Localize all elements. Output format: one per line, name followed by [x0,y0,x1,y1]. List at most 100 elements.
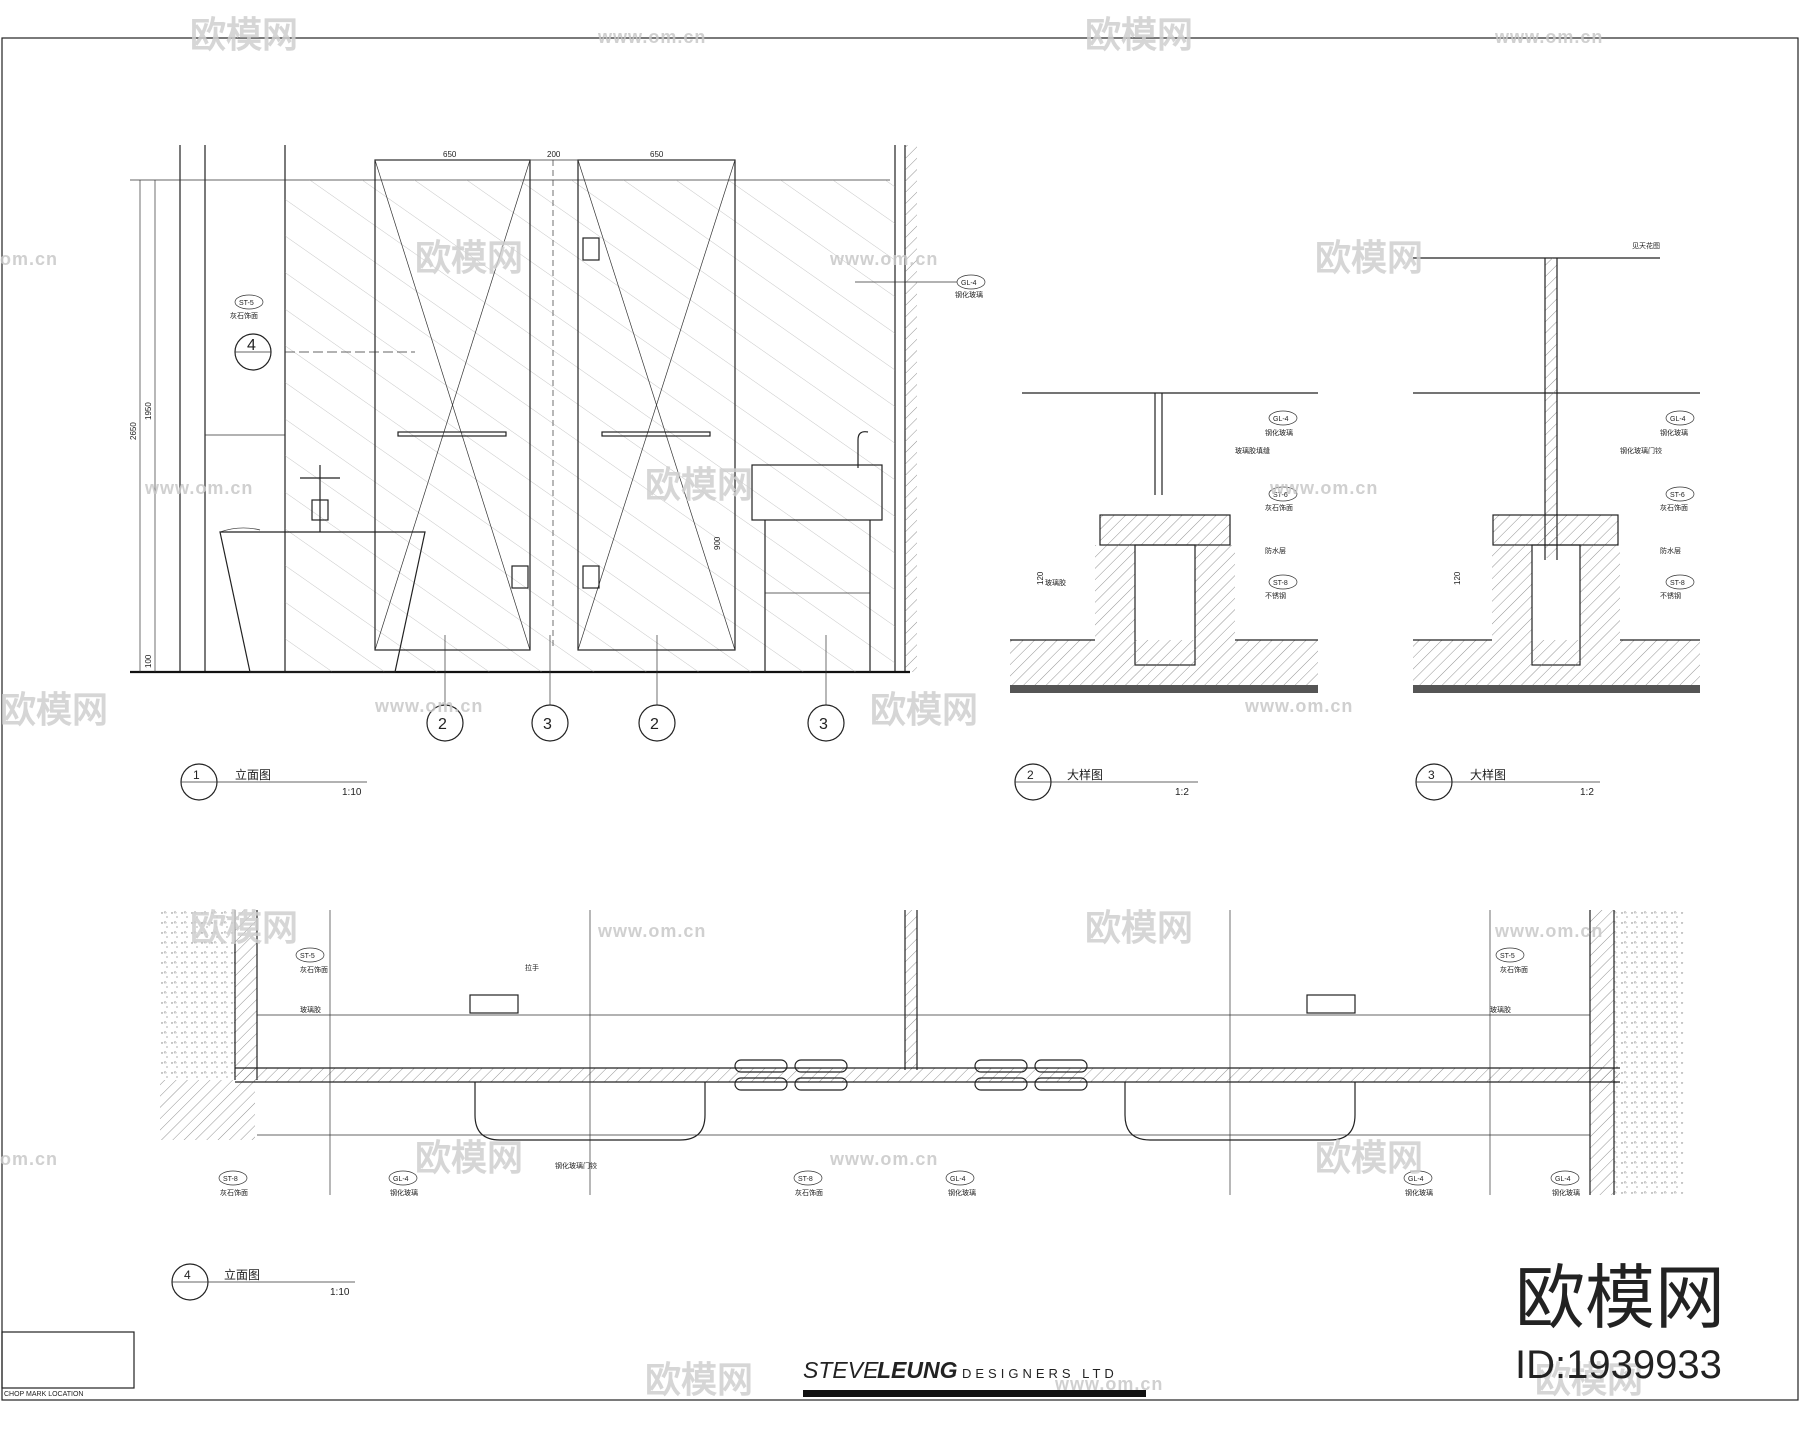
svg-text:大样图: 大样图 [1470,767,1506,782]
tag-v4-glass-a: 钢化玻璃 [390,1188,418,1197]
svg-text:2: 2 [650,716,659,733]
svg-text:3: 3 [1428,768,1435,782]
wm-cn-10: 欧模网 [415,1137,523,1178]
tag-v3-gl4: GL-4 [1670,416,1686,423]
tag-v4-gl4-c: GL-4 [1408,1176,1424,1183]
tag-v2-gl4: GL-4 [1273,416,1289,423]
wm-url-3: om.cn [0,249,58,269]
tag-v4-handle: 拉手 [525,963,539,972]
tag-st5: ST-5 [239,300,254,307]
svg-text:立面图: 立面图 [235,767,271,782]
tag-v4-stone-mid: 灰石饰面 [795,1188,823,1197]
svg-text:1: 1 [193,768,200,782]
wm-url-8: www.om.cn [1244,696,1353,716]
dim-650-left: 650 [443,150,457,159]
view-3-title: 3 大样图 1:2 [1415,763,1600,801]
svg-text:DESIGNERS LTD: DESIGNERS LTD [962,1366,1118,1381]
view-1-elevation: 650 200 650 2650 1950 100 900 ST-5 灰石饰面 … [129,145,986,801]
wm-cn-8: 欧模网 [190,907,298,948]
svg-text:1:10: 1:10 [342,787,362,798]
svg-text:3: 3 [819,716,828,733]
tag-v4-stone-bottom: 灰石饰面 [220,1188,248,1197]
svg-text:2: 2 [1027,768,1034,782]
view-1-title: 1 立面图 1:10 [180,763,367,801]
tag-v4-stone-left: 灰石饰面 [300,965,328,974]
tag-v4-glass-c: 钢化玻璃 [1405,1188,1433,1197]
dim-650-right: 650 [650,150,664,159]
dim-detail-2: 120 [1036,571,1045,585]
wm-cn-7: 欧模网 [870,689,978,730]
wm-big-site: 欧模网 [1515,1259,1725,1337]
tag-v2-note: 玻璃胶 [1045,578,1066,587]
view-3-detail: 见天花图 120 GL-4 钢化玻璃 钢化玻璃门铰 ST-6 灰石饰面 防水层 … [1413,241,1700,801]
tag-v4-glass-d: 钢化玻璃 [1552,1188,1580,1197]
wm-cn-11: 欧模网 [1315,1137,1423,1178]
tag-v2-structure: 防水层 [1265,546,1286,555]
svg-text:4: 4 [184,1268,191,1282]
wm-url-12: www.om.cn [829,1149,938,1169]
callout-2-right: 2 [638,635,676,742]
marker-4: 4 [247,337,256,354]
tag-v4-gl4-b: GL-4 [950,1176,966,1183]
wm-url-13: www.om.cn [1054,1374,1163,1394]
view-2-detail: 120 GL-4 钢化玻璃 玻璃胶填缝 ST-6 灰石饰面 防水层 ST-8 不… [1010,392,1318,801]
view-2-title: 2 大样图 1:2 [1014,763,1198,801]
tag-v4-pipe: 钢化玻璃门铰 [555,1161,597,1170]
tag-v3-stone: 灰石饰面 [1660,503,1688,512]
wm-url-11: om.cn [0,1149,58,1169]
watermark-layer: 欧模网 www.om.cn 欧模网 www.om.cn om.cn 欧模网 ww… [0,14,1643,1400]
wm-url-1: www.om.cn [597,27,706,47]
tag-v2-glass: 钢化玻璃 [1265,428,1293,437]
dim-2650: 2650 [129,422,138,440]
svg-text:2: 2 [438,716,447,733]
tag-v2-stone: 灰石饰面 [1265,503,1293,512]
tag-v4-gl4-d: GL-4 [1555,1176,1571,1183]
tag-v3-glass: 钢化玻璃 [1660,428,1688,437]
tag-gl4-note: 钢化玻璃 [955,290,983,299]
wm-url-5: www.om.cn [144,478,253,498]
wm-url-10: www.om.cn [1494,921,1603,941]
wm-url-6: www.om.cn [1269,478,1378,498]
callout-2-left: 2 [426,635,464,742]
wm-cn-12: 欧模网 [645,1359,753,1400]
watermark-id-block: 欧模网 ID:1939933 [1515,1259,1725,1387]
dim-1950: 1950 [144,402,153,420]
tag-v4-st5-right: ST-5 [1500,953,1515,960]
wm-cn-4: 欧模网 [1315,237,1423,278]
tag-v2-st8: ST-8 [1273,580,1288,587]
tag-v3-st6: ST-6 [1670,492,1685,499]
brand-logo: STEVE LEUNG DESIGNERS LTD [803,1357,1146,1397]
tag-v2-metal: 不锈钢 [1265,591,1286,600]
wm-url-9: www.om.cn [597,921,706,941]
tag-v3-metal: 不锈钢 [1660,591,1681,600]
wm-cn-2: 欧模网 [1085,14,1193,55]
sheet-border [1,37,1799,1401]
svg-text:1:2: 1:2 [1175,787,1189,798]
wm-url-7: www.om.cn [374,696,483,716]
svg-text:1:2: 1:2 [1580,787,1594,798]
tag-v3-pipe: 钢化玻璃门铰 [1620,446,1662,455]
chop-mark-label: CHOP MARK LOCATION [4,1391,83,1398]
tag-gl4: GL-4 [961,280,977,287]
tag-v4-st5-left: ST-5 [300,953,315,960]
tag-v2-seal: 玻璃胶填缝 [1235,446,1270,455]
view-4-title: 4 立面图 1:10 [171,1263,355,1301]
wm-url-2: www.om.cn [1494,27,1603,47]
svg-text:立面图: 立面图 [224,1267,260,1282]
tag-st5-note: 灰石饰面 [230,311,258,320]
dim-100: 100 [144,654,153,668]
svg-text:大样图: 大样图 [1067,767,1103,782]
wm-cn-13: 欧模网 [1535,1359,1643,1400]
tag-v4-seal-right: 玻璃胶 [1490,1005,1511,1014]
wm-cn-6: 欧模网 [0,689,108,730]
tag-v4-gl4-a: GL-4 [393,1176,409,1183]
svg-text:LEUNG: LEUNG [877,1357,958,1383]
callout-3: 3 [531,635,569,742]
dim-detail-3: 120 [1453,571,1462,585]
svg-text:STEVE: STEVE [803,1357,879,1383]
view-4-plan: ST-5 灰石饰面 ST-5 灰石饰面 拉手 玻璃胶 玻璃胶 ST-8 灰石饰面… [160,910,1684,1301]
wm-cn-9: 欧模网 [1085,907,1193,948]
tag-v4-glass-b: 钢化玻璃 [948,1188,976,1197]
dim-200: 200 [547,150,561,159]
